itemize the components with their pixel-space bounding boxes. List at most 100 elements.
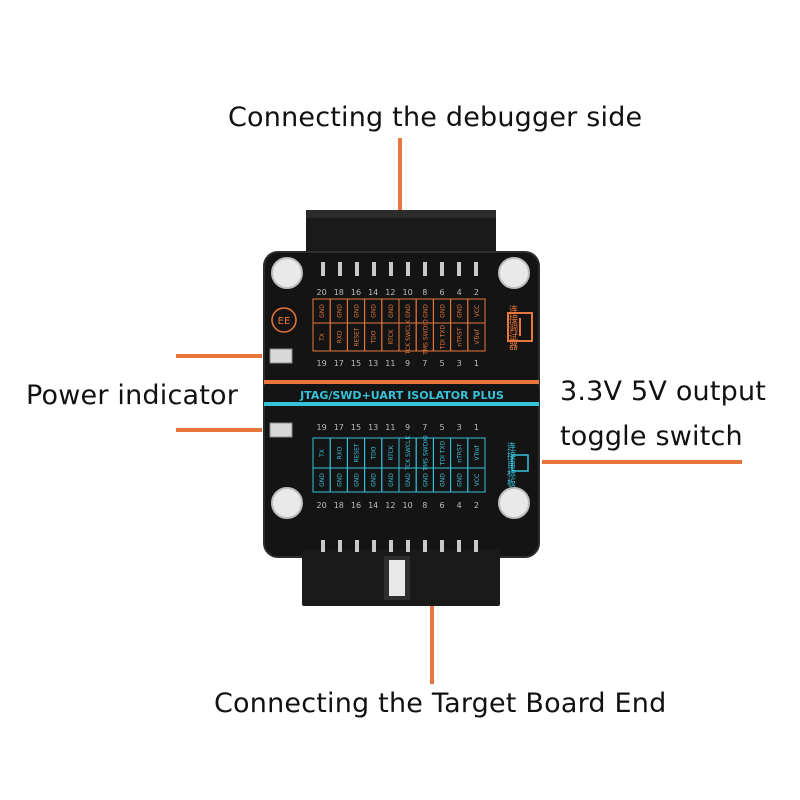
- pin-number: 3: [457, 423, 462, 432]
- pin-signal-label: TX: [319, 333, 326, 342]
- pin-number: 14: [368, 288, 378, 297]
- pin-number: 17: [334, 359, 344, 368]
- pin-number: 13: [368, 423, 378, 432]
- pin-signal-label: TDI TXD: [440, 324, 447, 350]
- pin-signal-label: RTCK: [388, 328, 395, 344]
- pin-number: 12: [385, 501, 395, 510]
- pin-number: 18: [334, 288, 344, 297]
- pin-signal-label: GND: [422, 304, 429, 318]
- bottom-connector: [302, 550, 500, 606]
- pin-signal-label: GND: [336, 304, 343, 318]
- banner-text: JTAG/SWD+UART ISOLATOR PLUS: [299, 389, 504, 402]
- pin-number: 6: [439, 501, 444, 510]
- pin-signal-label: nTRST: [457, 327, 464, 346]
- pin-cell: [467, 322, 486, 352]
- pin-signal-label: GND: [388, 304, 395, 318]
- header-pin: [355, 540, 359, 552]
- pin-signal-label: GND: [457, 304, 464, 318]
- led-2: [269, 422, 293, 438]
- pin-signal-label: TDO: [371, 446, 378, 460]
- pin-number: 10: [403, 501, 413, 510]
- pin-number: 4: [457, 288, 462, 297]
- pin-signal-label: VTref: [474, 445, 481, 461]
- pin-number: 7: [422, 423, 427, 432]
- pin-number: 20: [317, 501, 327, 510]
- header-pin: [372, 540, 376, 552]
- post-top-right: [498, 257, 530, 289]
- pin-signal-label: GND: [405, 304, 412, 318]
- pin-signal-label: RXD: [336, 330, 343, 343]
- pin-number: 1: [474, 359, 479, 368]
- pin-number: 1: [474, 423, 479, 432]
- pin-signal-label: GND: [440, 304, 447, 318]
- pin-number: 6: [439, 288, 444, 297]
- header-pin: [321, 262, 325, 276]
- pin-signal-label: GND: [371, 473, 378, 487]
- header-pin: [440, 262, 444, 276]
- pin-signal-label: GND: [422, 473, 429, 487]
- callout-toggle-line1: 3.3V 5V output: [560, 376, 767, 407]
- pin-number: 19: [317, 359, 327, 368]
- top-header-pins: [321, 262, 478, 276]
- pin-signal-label: TCK SWCLK: [405, 435, 412, 472]
- header-pin: [423, 540, 427, 552]
- callout-power-indicator: Power indicator: [26, 380, 239, 411]
- pin-number: 2: [474, 288, 479, 297]
- pin-number: 20: [317, 288, 327, 297]
- pin-signal-label: GND: [354, 473, 361, 487]
- callout-toggle-line2: toggle switch: [560, 421, 743, 452]
- pin-number: 3: [457, 359, 462, 368]
- pin-number: 7: [422, 359, 427, 368]
- pin-signal-label: RESET: [354, 443, 361, 463]
- pin-signal-label: RESET: [354, 327, 361, 347]
- header-pin: [406, 262, 410, 276]
- pin-signal-label: GND: [319, 304, 326, 318]
- pin-number: 9: [405, 359, 410, 368]
- pin-number: 12: [385, 288, 395, 297]
- header-pin: [372, 262, 376, 276]
- callout-target-end: Connecting the Target Board End: [214, 688, 667, 719]
- pin-number: 11: [385, 359, 395, 368]
- chip-icon: [511, 454, 529, 472]
- header-pin: [440, 540, 444, 552]
- pin-signal-label: GND: [457, 473, 464, 487]
- callout-lines: [176, 138, 742, 684]
- pin-signal-label: TMS SWDIO: [422, 319, 429, 356]
- pin-number: 9: [405, 423, 410, 432]
- pin-signal-label: TCK SWCLK: [405, 319, 412, 356]
- header-pin: [389, 540, 393, 552]
- banner: JTAG/SWD+UART ISOLATOR PLUS: [264, 380, 539, 406]
- pin-signal-label: GND: [354, 304, 361, 318]
- led-1: [269, 348, 293, 364]
- header-pin: [338, 540, 342, 552]
- header-pin: [457, 540, 461, 552]
- pin-signal-label: GND: [440, 473, 447, 487]
- logo-text: EE: [278, 316, 291, 327]
- top-side-text: 连接调试器: [507, 304, 518, 350]
- header-pin: [406, 540, 410, 552]
- pin-signal-label: nTRST: [457, 443, 464, 462]
- pin-number: 13: [368, 359, 378, 368]
- power-leds: [269, 348, 293, 438]
- pin-number: 5: [439, 359, 444, 368]
- post-bottom-right: [498, 487, 530, 519]
- header-pin: [389, 262, 393, 276]
- header-pin: [457, 262, 461, 276]
- pin-number: 2: [474, 501, 479, 510]
- header-pin: [321, 540, 325, 552]
- pin-signal-label: GND: [336, 473, 343, 487]
- header-pin: [355, 262, 359, 276]
- pin-number: 10: [403, 288, 413, 297]
- pin-number: 16: [351, 288, 361, 297]
- pin-signal-label: TMS SWDIO: [422, 435, 429, 472]
- post-top-left: [271, 257, 303, 289]
- pin-signal-label: VCC: [474, 305, 481, 317]
- pin-number: 16: [351, 501, 361, 510]
- pin-number: 15: [351, 359, 361, 368]
- bottom-header-pins: [321, 540, 478, 552]
- pin-number: 17: [334, 423, 344, 432]
- bottom-side-text: 连接目标板: [505, 441, 516, 488]
- pin-number: 4: [457, 501, 462, 510]
